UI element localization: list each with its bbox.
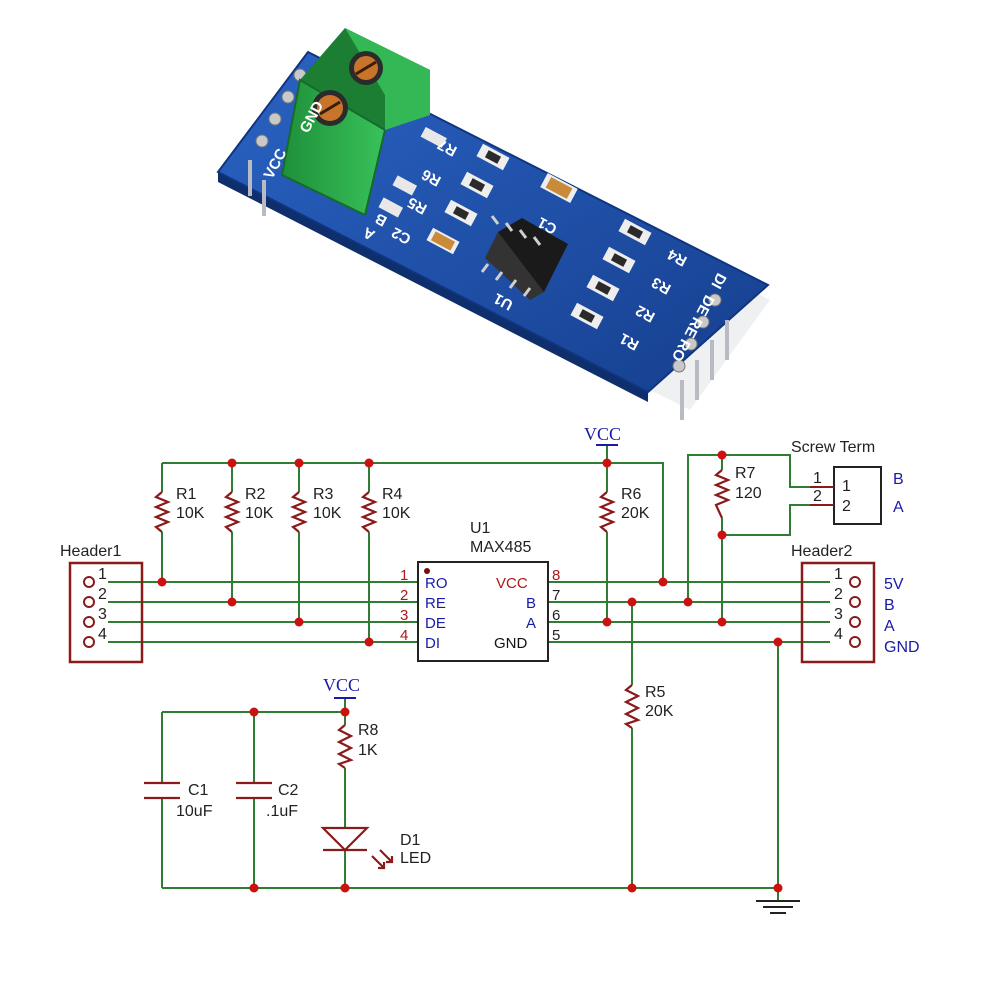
- header1-pin-3: 3: [98, 606, 107, 623]
- chip-pin-5: 5: [552, 627, 560, 644]
- c2-value: .1uF: [266, 803, 298, 820]
- chip-pin-gnd: GND: [494, 635, 528, 652]
- wires: [108, 445, 830, 900]
- chip-pin-re: RE: [425, 595, 446, 612]
- c1-ref: C1: [188, 782, 209, 799]
- header2-label-5v: 5V: [884, 576, 904, 593]
- ground-symbol: [756, 900, 800, 914]
- capacitor-c2: C2 .1uF: [236, 781, 299, 820]
- r4-value: 10K: [382, 505, 411, 522]
- screw-pin1: 1: [842, 478, 851, 495]
- pcb-edge: [218, 172, 648, 402]
- resistor-r4: R4 10K: [360, 486, 411, 533]
- chip-u1: U1 MAX485 1 2 3 4 RO RE DE DI VCC B A GN…: [400, 520, 560, 662]
- chip-pin-7: 7: [552, 587, 560, 604]
- r5-ref: R5: [645, 684, 666, 701]
- rs485-module-photo: VCC GND R7 R6 R5 B A C2 C1 U1 R4 R3 R2 R…: [216, 28, 770, 420]
- header2-pin-2: 2: [834, 586, 843, 603]
- screw-label-b: B: [893, 471, 904, 488]
- screw-terminal: [280, 28, 430, 217]
- screw-label-a: A: [893, 499, 904, 516]
- vcc-symbol-led: VCC: [323, 675, 360, 699]
- header2-label-b: B: [884, 597, 895, 614]
- header2-pin-1: 1: [834, 566, 843, 583]
- chip-pin-8: 8: [552, 567, 560, 584]
- resistor-r1: R1 10K: [153, 486, 205, 533]
- screw-terminal-symbol: Screw Term 1 2 1 2 B A: [791, 439, 904, 525]
- chip-pin-3: 3: [400, 607, 408, 624]
- screw-pin1-outer: 1: [813, 470, 822, 487]
- chip-pin-vcc: VCC: [496, 575, 528, 592]
- r4-ref: R4: [382, 486, 403, 503]
- chip-pin-de: DE: [425, 615, 446, 632]
- screw-pin2-outer: 2: [813, 488, 822, 505]
- chip-pin-2: 2: [400, 587, 408, 604]
- chip-pin-a: A: [526, 615, 536, 632]
- r2-value: 10K: [245, 505, 274, 522]
- header1: Header1 1 2 3 4: [60, 543, 144, 664]
- led-d1: D1 LED: [320, 826, 431, 870]
- max485-chip: [480, 215, 568, 300]
- header1-pin-4: 4: [98, 626, 107, 643]
- r3-value: 10K: [313, 505, 342, 522]
- chip-part: MAX485: [470, 539, 531, 556]
- chip-pin-4: 4: [400, 627, 408, 644]
- junction-dots: [157, 450, 783, 893]
- d1-value: LED: [400, 850, 431, 867]
- header1-title: Header1: [60, 543, 121, 560]
- left-header-pins: [248, 68, 307, 216]
- vcc-symbol-top: VCC: [584, 424, 621, 446]
- r8-ref: R8: [358, 722, 379, 739]
- r6-ref: R6: [621, 486, 642, 503]
- r1-value: 10K: [176, 505, 205, 522]
- chip-ref: U1: [470, 520, 491, 537]
- r5-value: 20K: [645, 703, 674, 720]
- smd-components: [378, 126, 652, 330]
- c2-ref: C2: [278, 782, 299, 799]
- header2-title: Header2: [791, 543, 852, 560]
- chip-pin-b: B: [526, 595, 536, 612]
- c1-value: 10uF: [176, 803, 213, 820]
- r6-value: 20K: [621, 505, 650, 522]
- header2-label-gnd: GND: [884, 639, 920, 656]
- header1-pin-1: 1: [98, 566, 107, 583]
- silk-di: DI: [707, 270, 729, 291]
- header2-pin-3: 3: [834, 606, 843, 623]
- chip-pin-di: DI: [425, 635, 440, 652]
- vcc-label-top: VCC: [584, 424, 621, 444]
- screw-term-title: Screw Term: [791, 439, 875, 456]
- chip-pin-1: 1: [400, 567, 408, 584]
- d1-ref: D1: [400, 832, 421, 849]
- screw-pin2: 2: [842, 498, 851, 515]
- resistor-r2: R2 10K: [223, 486, 274, 533]
- resistor-r3: R3 10K: [290, 486, 342, 533]
- header2-label-a: A: [884, 618, 895, 635]
- right-header-pins: [672, 293, 729, 420]
- r8-value: 1K: [358, 742, 378, 759]
- resistor-r8: R8 1K: [336, 722, 379, 769]
- resistor-r6: R6 20K: [598, 486, 650, 533]
- r3-ref: R3: [313, 486, 334, 503]
- header1-pin-2: 2: [98, 586, 107, 603]
- r1-ref: R1: [176, 486, 197, 503]
- r7-ref: R7: [735, 465, 756, 482]
- vcc-label-led: VCC: [323, 675, 360, 695]
- r7-value: 120: [735, 485, 762, 502]
- header2: Header2 1 2 3 4 5V B A GND: [791, 543, 920, 664]
- resistor-r7: R7 120: [713, 465, 762, 519]
- resistor-r5: R5 20K: [623, 684, 674, 729]
- chip-pin-6: 6: [552, 607, 560, 624]
- r2-ref: R2: [245, 486, 266, 503]
- capacitor-c1: C1 10uF: [144, 781, 213, 820]
- header2-pin-4: 4: [834, 626, 843, 643]
- chip-pin-ro: RO: [425, 575, 448, 592]
